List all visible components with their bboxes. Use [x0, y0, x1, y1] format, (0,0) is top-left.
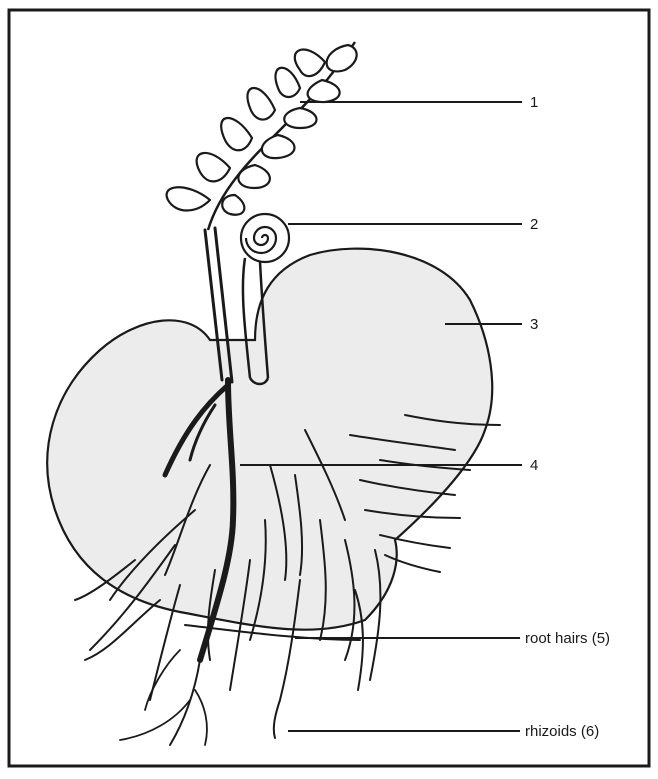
label-1: 1: [530, 94, 538, 111]
label-3: 3: [530, 316, 538, 333]
label-4: 4: [530, 457, 538, 474]
label-root-hairs: root hairs (5): [525, 630, 610, 647]
label-rhizoids: rhizoids (6): [525, 723, 599, 740]
label-2: 2: [530, 216, 538, 233]
